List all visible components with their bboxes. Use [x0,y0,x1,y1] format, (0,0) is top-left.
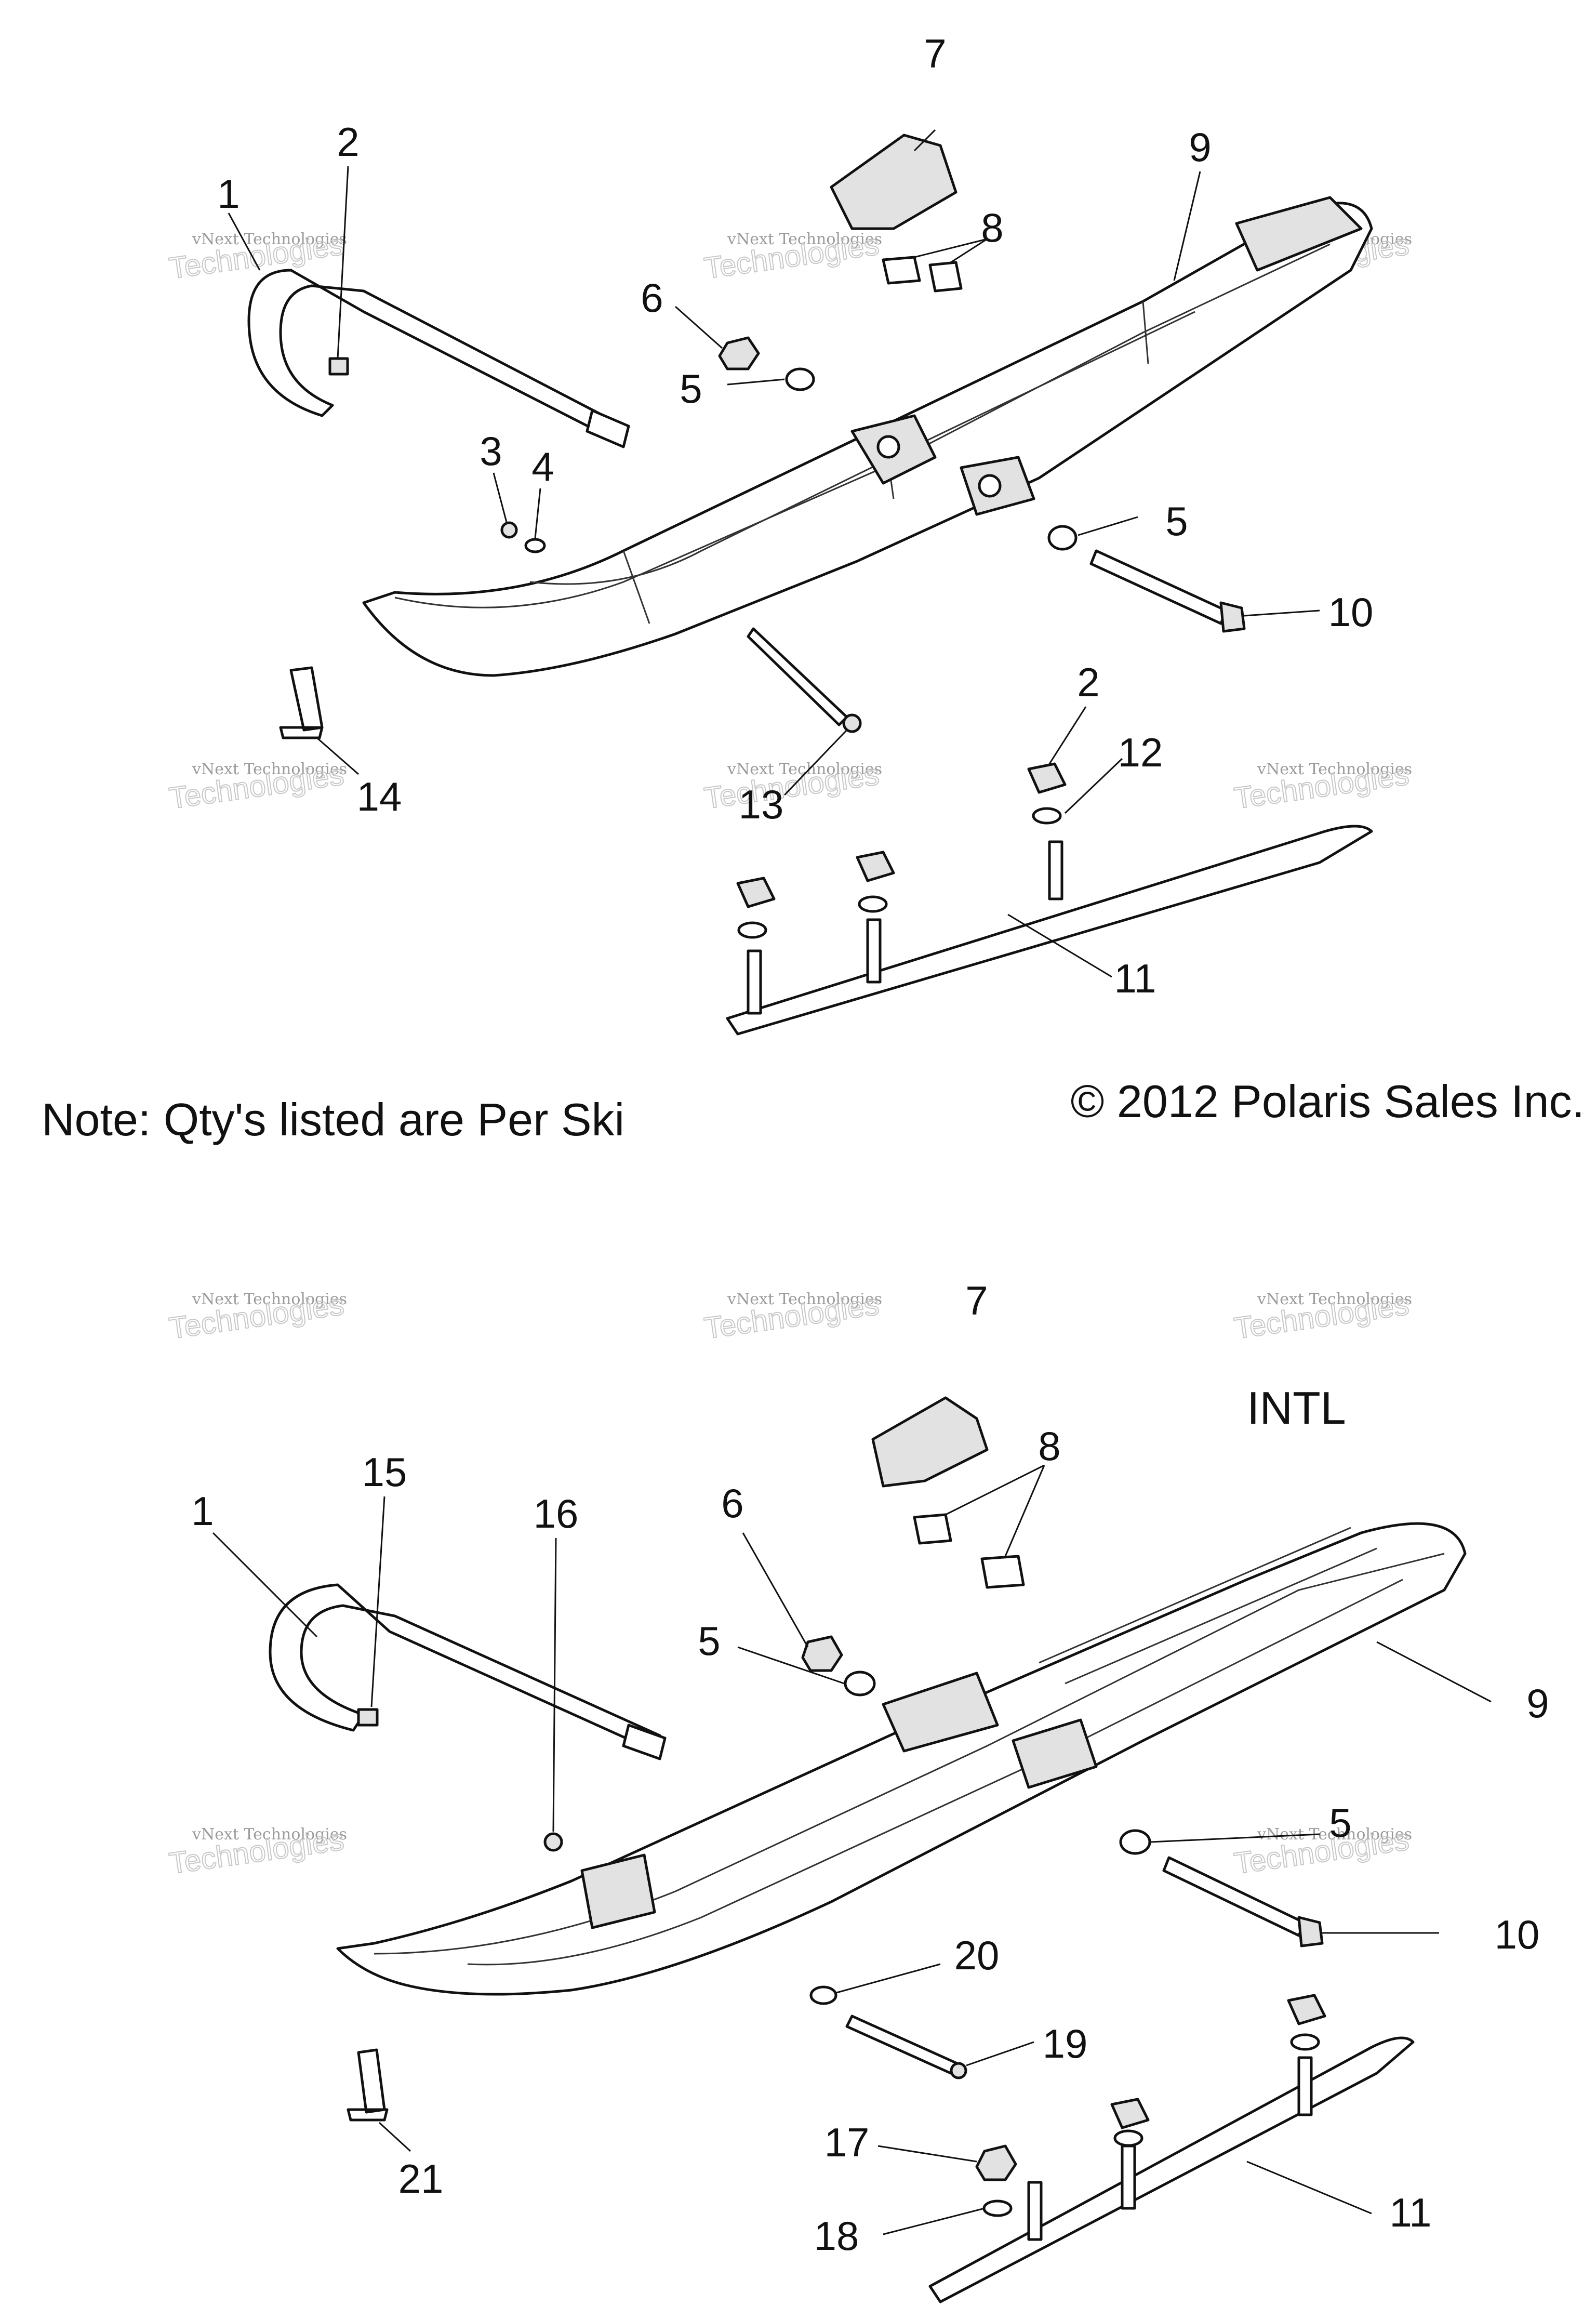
intl-label: INTL [1247,1382,1346,1434]
top-part-14-pin [279,666,324,739]
watermark: vNext Technologies Technologies [1232,1822,1412,1881]
callout: 20 [954,1932,1000,1978]
top-ski-handle [247,269,625,443]
callout: 6 [721,1480,743,1526]
top-part-7-bumper [830,134,957,230]
callout: 21 [398,2156,444,2202]
callout: 7 [924,31,946,76]
bottom-ski-body [336,1522,1467,1996]
top-part-4 [524,538,546,553]
callout: 10 [1328,589,1374,635]
bottom-part-11-runner [928,1994,1415,2303]
bottom-part-19-head [950,2062,967,2079]
top-part-10-bolt [1089,549,1228,625]
callout: 18 [814,2213,859,2259]
watermark-line1: vNext Technologies [192,230,347,248]
bottom-leader-lines [212,1464,1492,2235]
callout: 15 [362,1449,407,1495]
top-ski-body [362,196,1373,677]
top-part-13-head [842,713,862,733]
callout: 14 [357,774,402,819]
watermark: vNext Technologies Technologies [702,1287,882,1346]
bottom-callout-labels: 7 8 1 15 16 6 5 9 5 10 20 19 21 17 18 11 [191,1278,1549,2259]
bottom-part-5-washer [1119,1829,1151,1855]
bottom-ski-handle [269,1583,661,1753]
watermark-line1: vNext Technologies [192,1825,347,1844]
top-part-3 [500,521,518,539]
callout: 8 [981,205,1003,250]
watermark-line1: vNext Technologies [1257,760,1412,778]
callout: 19 [1043,2021,1088,2066]
callout: 1 [217,171,240,217]
top-part-13-bolt [747,627,848,726]
callout: 11 [1114,956,1156,1001]
watermark-line1: vNext Technologies [727,760,882,778]
watermark-line1: vNext Technologies [192,760,347,778]
watermark-line1: vNext Technologies [727,1290,882,1308]
watermark-line1: vNext Technologies [1257,1290,1412,1308]
note-text: Note: Qty's listed are Per Ski [42,1094,624,1145]
callout: 5 [1165,498,1188,544]
watermark-line1: vNext Technologies [1257,1825,1412,1844]
callout: 2 [1077,659,1099,705]
top-part-2 [328,357,349,376]
top-part-5-washer [1047,525,1078,551]
top-assembly: 1 2 3 4 5 5 6 7 8 9 10 2 12 13 14 11 [217,31,1373,1036]
watermark: vNext Technologies Technologies [1232,757,1412,816]
bottom-ski-handle-end [622,1724,667,1760]
bottom-part-8-bushing [913,1513,952,1545]
watermark: vNext Technologies Technologies [167,227,347,286]
watermark: vNext Technologies Technologies [702,227,882,286]
bottom-part-6-nut [801,1635,843,1672]
bottom-part-15 [357,1708,379,1727]
callout: 1 [191,1488,214,1534]
callout: 8 [1038,1423,1060,1469]
bottom-part-7-bumper [871,1396,989,1488]
callout: 4 [531,444,554,489]
callout: 12 [1118,730,1163,775]
top-leader-lines [228,129,1320,978]
callout: 17 [824,2119,870,2165]
watermark-line1: vNext Technologies [727,230,882,248]
bottom-part-5-washer [844,1671,876,1697]
top-part-5-washer [785,367,815,391]
bottom-part-17-nut [975,2144,1017,2181]
bottom-part-10-head [1297,1916,1324,1947]
callout: 3 [480,428,502,474]
bottom-part-16 [543,1832,563,1852]
bottom-part-8-bushing [980,1555,1025,1589]
watermark-line1: vNext Technologies [192,1290,347,1308]
watermark: vNext Technologies Technologies [167,757,347,816]
bottom-part-21-pin [347,2048,389,2122]
bottom-assembly: INTL [191,1278,1549,2303]
callout: 5 [1329,1800,1351,1846]
watermark: vNext Technologies Technologies [167,1287,347,1346]
bottom-part-19-bolt [845,2015,957,2075]
callout: 7 [965,1278,988,1323]
callout: 5 [680,366,702,412]
copyright-text: © 2012 Polaris Sales Inc. [1071,1076,1585,1127]
top-part-11-runner [726,762,1373,1036]
callout: 2 [337,119,359,165]
watermark: vNext Technologies Technologies [167,1822,347,1881]
bottom-part-20-washer [809,1985,837,2005]
callout: 13 [739,781,784,827]
callout: 9 [1526,1680,1549,1726]
top-part-10-head [1219,601,1246,633]
callout: 10 [1495,1912,1540,1957]
top-part-8-bushing [928,261,963,293]
bottom-part-10-bolt [1162,1856,1306,1937]
top-ski-handle-end [586,409,630,448]
callout: 6 [641,275,663,321]
callout: 5 [698,1618,720,1664]
watermark: vNext Technologies Technologies [1232,1287,1412,1346]
callout: 9 [1189,124,1211,170]
callout: 11 [1390,2190,1432,2235]
bottom-part-18-washer [982,2199,1013,2217]
top-callout-labels: 1 2 3 4 5 5 6 7 8 9 10 2 12 13 14 11 [217,31,1373,1001]
callout: 16 [534,1491,579,1536]
top-part-8-bushing [882,256,921,285]
top-part-6-nut [718,336,760,370]
